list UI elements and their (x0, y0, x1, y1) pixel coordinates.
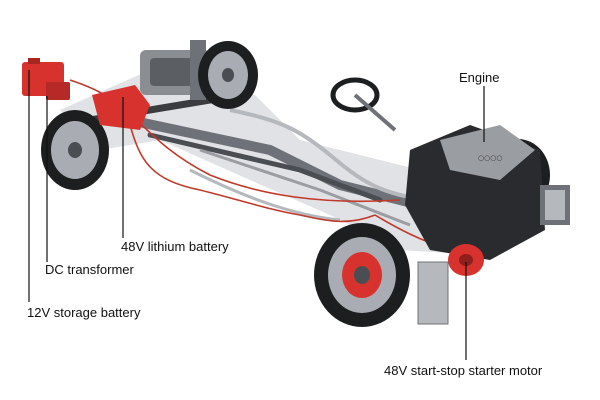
label-dc-transformer: DC transformer (45, 262, 134, 277)
label-engine: Engine (459, 70, 500, 85)
dc-transformer-part (46, 82, 70, 100)
label-starter-motor: 48V start-stop starter motor (384, 363, 543, 378)
label-storage-battery: 12V storage battery (27, 305, 141, 320)
front-radiator-part (417, 261, 449, 325)
starter-motor-part (448, 244, 484, 276)
rear-right-wheel (198, 41, 258, 109)
chassis-frame (60, 70, 510, 255)
label-lithium-battery: 48V lithium battery (121, 239, 229, 254)
callout-lines (28, 70, 485, 360)
lithium-battery-part (92, 85, 150, 130)
rear-left-wheel (41, 110, 109, 190)
engine-emblem-icon: ○○○○ (478, 154, 502, 162)
engine-block: ○○○○ (405, 125, 570, 260)
steering-wheel (330, 77, 397, 132)
front-left-wheel (314, 223, 410, 327)
